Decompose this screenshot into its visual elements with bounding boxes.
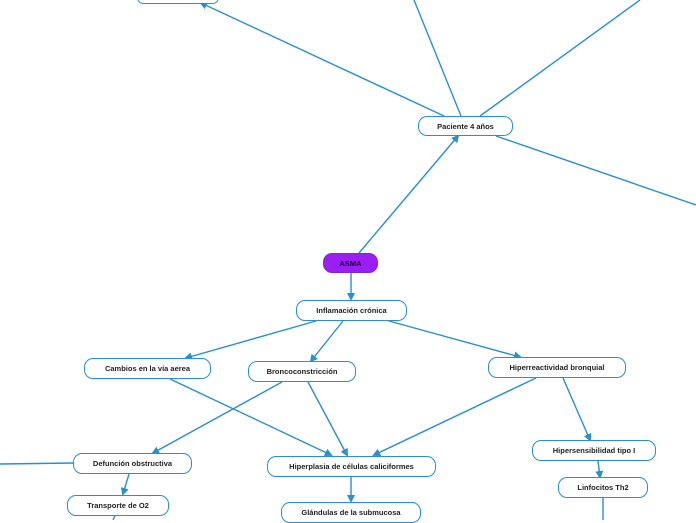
link-asma-paciente xyxy=(358,134,460,254)
link-paciente-top xyxy=(413,0,462,117)
link-inflamacion-cambios xyxy=(184,320,317,361)
link-transporte-down xyxy=(112,515,116,520)
link-hipersens-linfocitos xyxy=(595,460,604,479)
node-defuncion[interactable]: Defunción obstructiva xyxy=(73,453,192,474)
link-inflamacion-bronco xyxy=(309,320,344,363)
link-defuncion-left xyxy=(0,462,75,465)
node-hipersensibilidad[interactable]: Hipersensibilidad tipo I xyxy=(532,440,656,461)
link-bronco-defuncion xyxy=(151,381,283,454)
node-asma[interactable]: ASMA xyxy=(323,253,378,273)
link-paciente-topright xyxy=(479,0,641,117)
node-top-left[interactable] xyxy=(137,0,219,4)
link-paciente-topleft xyxy=(199,1,445,117)
node-broncoconstriccion[interactable]: Broncoconstricción xyxy=(248,361,356,382)
link-bronco-hiperplasia xyxy=(307,381,348,457)
node-paciente[interactable]: Paciente 4 años xyxy=(418,116,513,136)
node-cambios[interactable]: Cambios en la vía aerea xyxy=(84,358,211,379)
node-hiperplasia[interactable]: Hiperplasia de células caliciformes xyxy=(267,456,436,477)
node-hiperreactividad[interactable]: Hiperreactividad bronquial xyxy=(488,357,626,378)
link-inflamacion-hiperreact xyxy=(388,320,522,360)
link-paciente-right xyxy=(495,135,696,206)
link-hiperreact-hiperplasia xyxy=(372,377,537,457)
node-linfocitos[interactable]: Linfocitos Th2 xyxy=(558,477,648,498)
node-transporte[interactable]: Transporte de O2 xyxy=(67,495,169,516)
link-cambios-hiperplasia xyxy=(169,378,333,457)
link-defuncion-transporte xyxy=(120,473,130,496)
node-inflamacion[interactable]: Inflamación crónica xyxy=(296,300,407,321)
link-hiperreact-hipersens xyxy=(562,377,592,442)
